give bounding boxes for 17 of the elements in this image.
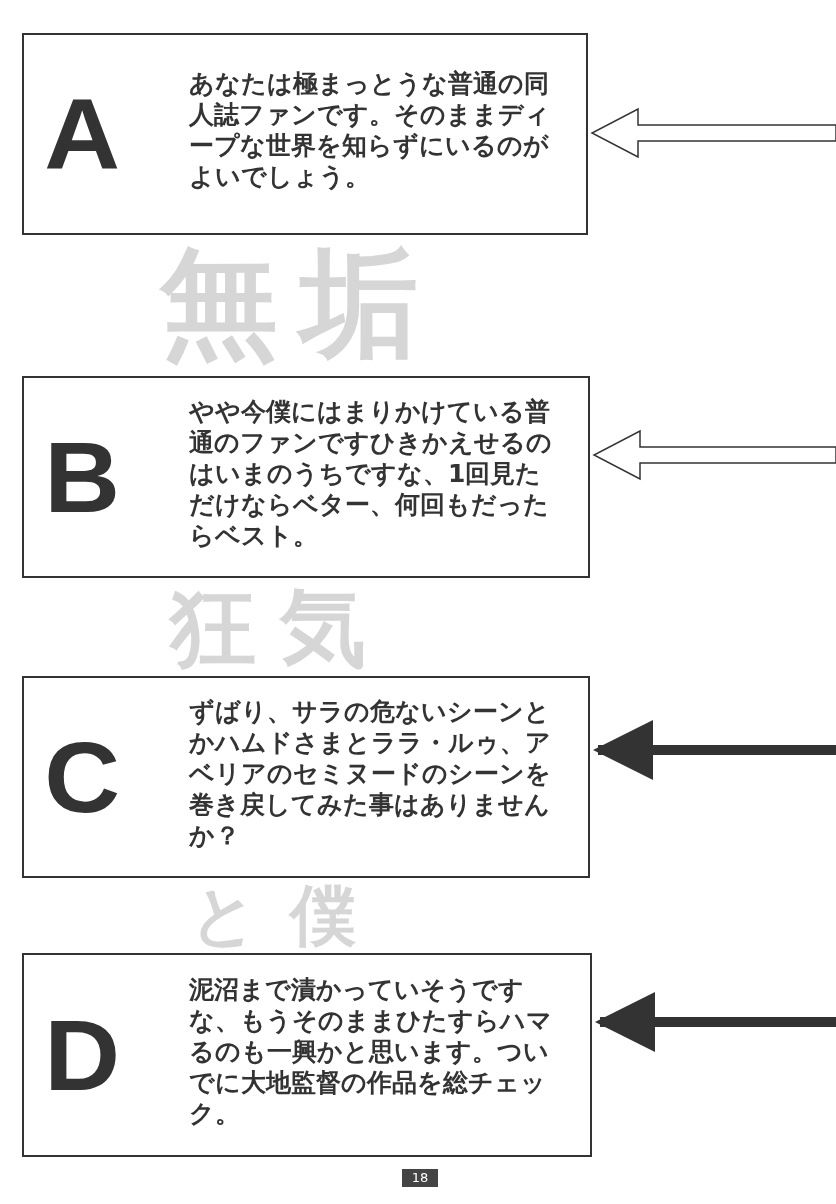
arrow bbox=[590, 107, 836, 159]
answer-text: やや今僕にはまりかけている普通のファンですひきかえせるのはいまのうちですな、1回見ただけならベター、何回もだったらベスト。 bbox=[189, 395, 553, 551]
answer-letter: A bbox=[44, 84, 120, 184]
answer-letter: C bbox=[44, 727, 120, 827]
answer-letter: D bbox=[44, 1005, 120, 1105]
answer-text: 泥沼まで漬かっていそうですな、もうそのままひたすらハマるのも一興かと思います。ついでに大地監督の作品を総チェック。 bbox=[189, 973, 553, 1129]
answer-box bbox=[22, 376, 590, 578]
answer-letter: B bbox=[44, 427, 120, 527]
arrow bbox=[592, 429, 836, 481]
answer-text: あなたは極まっとうな普通の同人誌ファンです。そのままディープな世界を知らずにいるのがよいでしょう。 bbox=[189, 68, 551, 192]
answer-text: ずばり、サラの危ないシーンとかハムドさまとララ・ルゥ、アベリアのセミヌードのシーンを巻き戻してみた事はありませんか？ bbox=[189, 695, 552, 851]
page-number: 18 bbox=[402, 1169, 438, 1187]
answer-box bbox=[22, 676, 590, 878]
answer-box bbox=[22, 953, 592, 1157]
answer-box bbox=[22, 33, 588, 235]
arrow bbox=[593, 720, 836, 780]
arrow bbox=[595, 992, 836, 1052]
